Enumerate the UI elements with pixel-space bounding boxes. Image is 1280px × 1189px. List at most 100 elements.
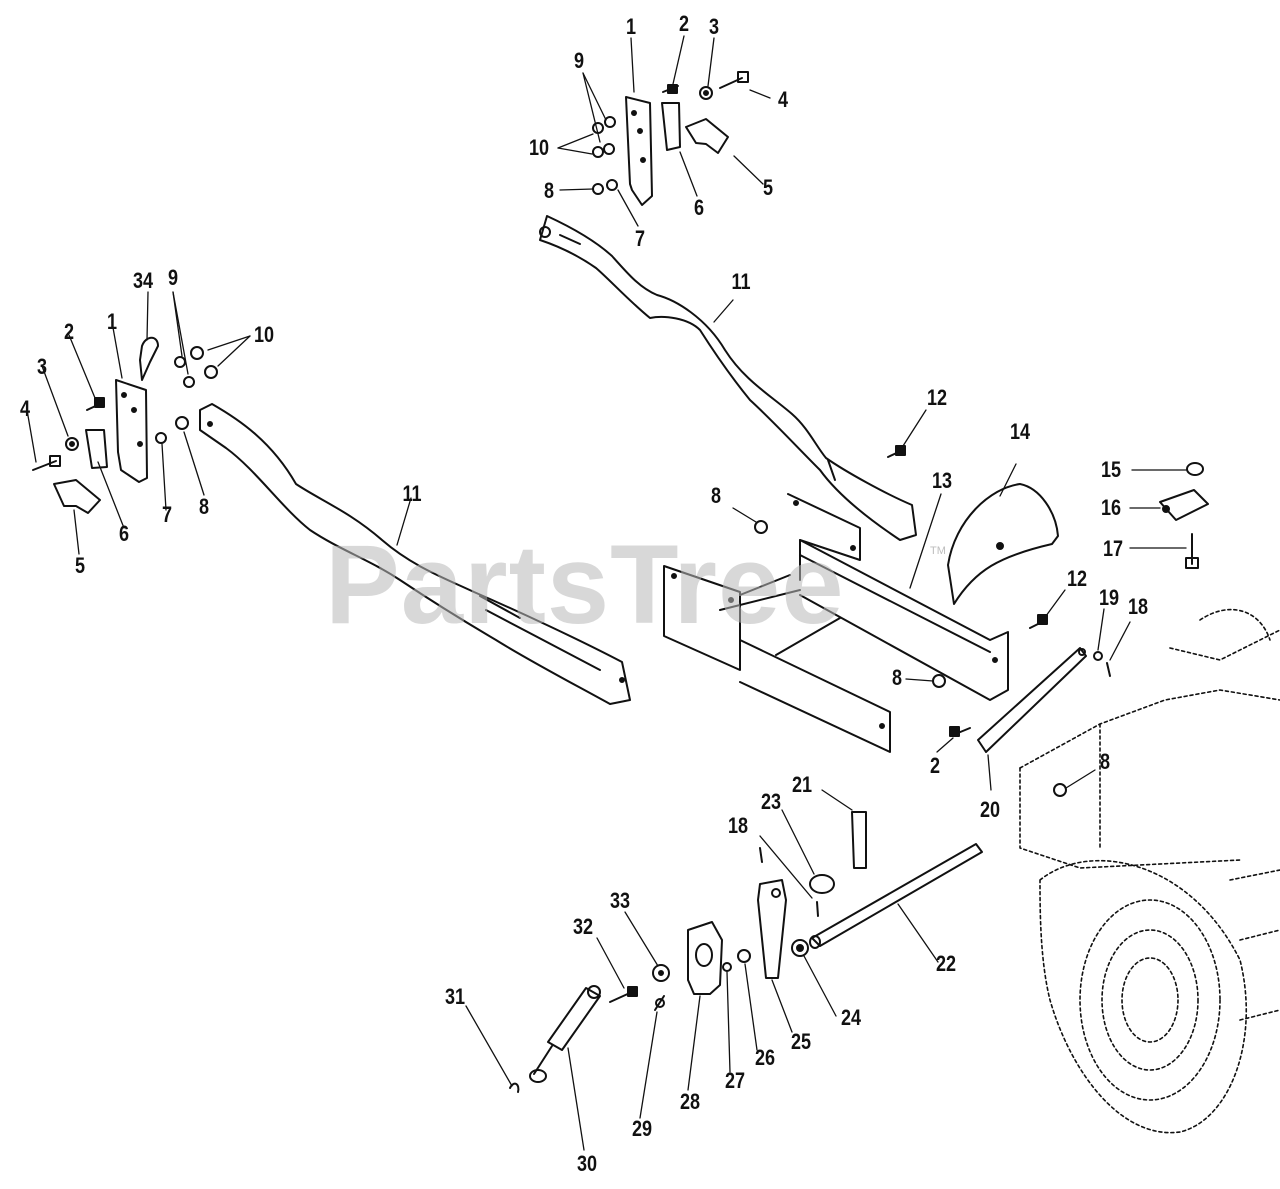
engine-nut-part-8: [1053, 783, 1067, 797]
callout-c-11-left: 11: [402, 481, 422, 506]
callout-c-26: 26: [754, 1045, 776, 1070]
shaft-part-22: [809, 843, 983, 949]
callout-c-5-left: 5: [74, 553, 86, 578]
callout-c-4-left: 4: [19, 396, 31, 421]
clip-part-31: [509, 1082, 520, 1093]
strut-part-30: [529, 985, 601, 1083]
callout-c-22: 22: [935, 951, 957, 976]
washer-part-24: [791, 939, 809, 957]
nut-part-15: [1186, 462, 1204, 476]
clip-part-27: [722, 962, 732, 972]
left-spacer-part-6: [85, 429, 108, 469]
callout-c-15: 15: [1100, 457, 1122, 482]
callout-c-27: 27: [724, 1068, 746, 1093]
callout-c-6-top: 6: [693, 195, 705, 220]
link-rod-part-20: [977, 647, 1087, 753]
watermark-text: PartsTree: [325, 522, 845, 647]
left-washer-part-3: [65, 437, 79, 451]
top-clip-part-5: [685, 118, 729, 154]
callout-c-8-low: 8: [891, 665, 903, 690]
callout-c-21: 21: [791, 772, 813, 797]
left-bolt-part-2: [86, 397, 105, 411]
nut-part-26: [737, 949, 751, 963]
callout-c-17: 17: [1102, 536, 1124, 561]
callout-c-3-top: 3: [708, 14, 720, 39]
top-arm-part-11: [539, 215, 917, 541]
engine-outline: [1019, 608, 1280, 1134]
callout-c-2-left: 2: [63, 319, 75, 344]
callout-c-8-right: 8: [1099, 749, 1111, 774]
callout-c-28: 28: [679, 1089, 701, 1114]
callout-c-31: 31: [444, 984, 466, 1009]
left-arm-part-11: [199, 403, 631, 705]
callout-c-14: 14: [1009, 419, 1031, 444]
lower-leader-lines: [465, 789, 939, 1151]
callout-c-13: 13: [931, 468, 953, 493]
left-lever-part-34: [139, 336, 159, 381]
clip-parts-18-19: [1093, 651, 1111, 677]
left-bolt-part-4: [32, 455, 61, 471]
callout-c-11-top: 11: [731, 269, 751, 294]
callout-c-2-top: 2: [678, 11, 690, 36]
left-bracket-plate-part-1: [115, 379, 148, 483]
callout-c-7-left: 7: [161, 502, 173, 527]
bolt-part-29: [654, 995, 665, 1011]
top-bolt-part-12: [887, 445, 906, 458]
callout-c-3-left: 3: [36, 354, 48, 379]
callout-c-33: 33: [609, 888, 631, 913]
top-leader-lines: [557, 35, 927, 447]
callout-c-9-left: 9: [167, 265, 179, 290]
callout-c-34: 34: [132, 268, 154, 293]
callout-c-8-mid: 8: [710, 483, 722, 508]
low-nut-part-8: [932, 674, 946, 688]
center-frame-part-13: [663, 493, 1009, 753]
callout-c-1-left: 1: [106, 309, 118, 334]
callout-c-10-top: 10: [528, 135, 550, 160]
top-washer-part-3: [699, 86, 713, 100]
top-bracket-plate-part-1: [625, 96, 653, 206]
bolt-part-32: [609, 986, 638, 1003]
arm-part-25: [757, 879, 787, 979]
callout-c-30: 30: [576, 1151, 598, 1176]
callout-c-18-low: 18: [727, 813, 749, 838]
center-leader-lines: [732, 463, 1187, 791]
callout-c-25: 25: [790, 1029, 812, 1054]
callout-c-29: 29: [631, 1116, 653, 1141]
left-leader-lines: [26, 291, 412, 555]
callout-c-12-mid: 12: [1066, 566, 1088, 591]
callout-c-8-top: 8: [543, 178, 555, 203]
top-bolt-part-4: [719, 71, 749, 89]
engine-leader: [1065, 769, 1096, 789]
callout-c-10-left: 10: [253, 322, 275, 347]
left-nuts-parts-7-8-9-10: [155, 346, 218, 444]
bracket-part-16: [1159, 489, 1209, 521]
callout-c-19: 19: [1098, 585, 1120, 610]
top-spacer-part-6: [661, 102, 681, 151]
washer-part-33: [652, 964, 670, 982]
callout-c-2-low: 2: [929, 753, 941, 778]
callout-c-18-top: 18: [1127, 594, 1149, 619]
callout-c-7-top: 7: [634, 226, 646, 251]
watermark-trademark: TM: [930, 545, 946, 557]
pins-part-18: [759, 847, 819, 917]
callout-c-5-top: 5: [762, 175, 774, 200]
callout-c-23: 23: [760, 789, 782, 814]
center-nut-part-8: [754, 520, 768, 534]
callout-c-8-left: 8: [198, 494, 210, 519]
shield-part-14: [947, 483, 1059, 605]
callout-c-12-top: 12: [926, 385, 948, 410]
bolt-part-17: [1185, 533, 1199, 569]
callout-c-16: 16: [1100, 495, 1122, 520]
callout-c-20: 20: [979, 797, 1001, 822]
lever-plate-part-21: [851, 811, 867, 869]
low-bolt-part-2: [949, 726, 971, 737]
callout-c-9-top: 9: [573, 48, 585, 73]
block-part-28: [687, 921, 723, 995]
callout-c-4-top: 4: [777, 87, 789, 112]
callout-c-24: 24: [840, 1005, 862, 1030]
callout-c-32: 32: [572, 914, 594, 939]
center-bolt-part-12: [1029, 614, 1048, 629]
top-bolt-part-2: [662, 84, 679, 94]
callout-c-6-left: 6: [118, 521, 130, 546]
